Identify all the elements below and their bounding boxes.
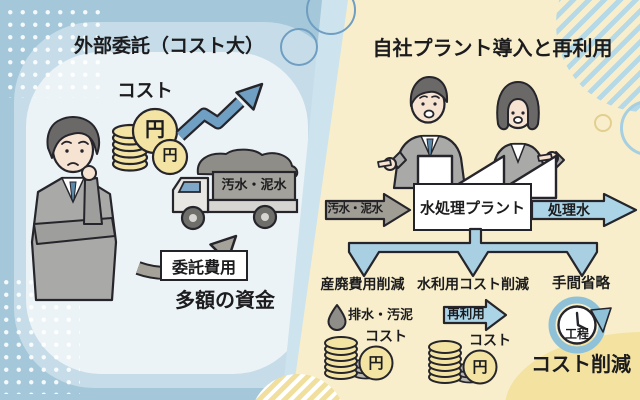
benefit-1-coin-yen: 円 bbox=[368, 355, 384, 372]
branch-arrows-icon bbox=[347, 227, 599, 278]
truck-illustration: 汚水・泥水 bbox=[168, 148, 306, 236]
benefit-3-title: 手間省略 bbox=[552, 276, 610, 292]
benefit-2-coin-yen: 円 bbox=[472, 359, 488, 376]
process-clock: 工程 bbox=[541, 294, 615, 360]
funds-label: 多額の資金 bbox=[175, 290, 275, 312]
plant-box: 水処理プラント bbox=[413, 183, 532, 231]
coin-pile-2: コスト 円 bbox=[426, 332, 511, 386]
truck-load-label: 汚水・泥水 bbox=[221, 177, 287, 192]
left-title: 外部委託（コスト大） bbox=[73, 36, 264, 57]
output-arrow-label: 処理水 bbox=[548, 202, 590, 218]
output-arrow: 処理水 bbox=[530, 192, 640, 228]
outsourcing-fee-label: 委託費用 bbox=[171, 259, 236, 277]
plant-box-label: 水処理プラント bbox=[419, 199, 525, 217]
benefit-1-title: 産廃費用削減 bbox=[320, 276, 405, 292]
reuse-arrow-label: 再利用 bbox=[447, 307, 485, 321]
cost-label-left: コスト bbox=[117, 80, 173, 101]
droplet-icon bbox=[327, 304, 347, 331]
worried-businessman-illustration bbox=[30, 116, 118, 302]
input-arrow-label: 汚水・泥水 bbox=[327, 203, 384, 215]
cost-reduction-label: コスト削減 bbox=[531, 354, 631, 376]
clock-label: 工程 bbox=[564, 327, 589, 341]
outsourcing-fee-box: 委託費用 bbox=[160, 250, 248, 281]
reuse-arrow: 再利用 bbox=[442, 298, 508, 332]
coin-yen-2: 円 bbox=[162, 147, 178, 164]
rising-cost-arrow-icon bbox=[175, 82, 264, 141]
coin-pile-1: コスト 円 bbox=[322, 328, 407, 382]
right-title: 自社プラント導入と再利用 bbox=[372, 38, 613, 60]
coin-pile-icon-left bbox=[111, 107, 189, 176]
benefit-1-cost-label: コスト bbox=[365, 328, 407, 344]
input-arrow: 汚水・泥水 bbox=[324, 192, 412, 228]
circle-outline-d bbox=[594, 114, 612, 132]
coin-yen-1: 円 bbox=[145, 119, 165, 141]
benefit-1-item-label: 排水・汚泥 bbox=[348, 307, 414, 322]
benefit-2-title: 水利用コスト削減 bbox=[417, 276, 529, 292]
circle-outline-b bbox=[280, 28, 318, 66]
dot-grid-top-left bbox=[4, 6, 108, 98]
benefit-2-cost-label: コスト bbox=[469, 332, 511, 348]
